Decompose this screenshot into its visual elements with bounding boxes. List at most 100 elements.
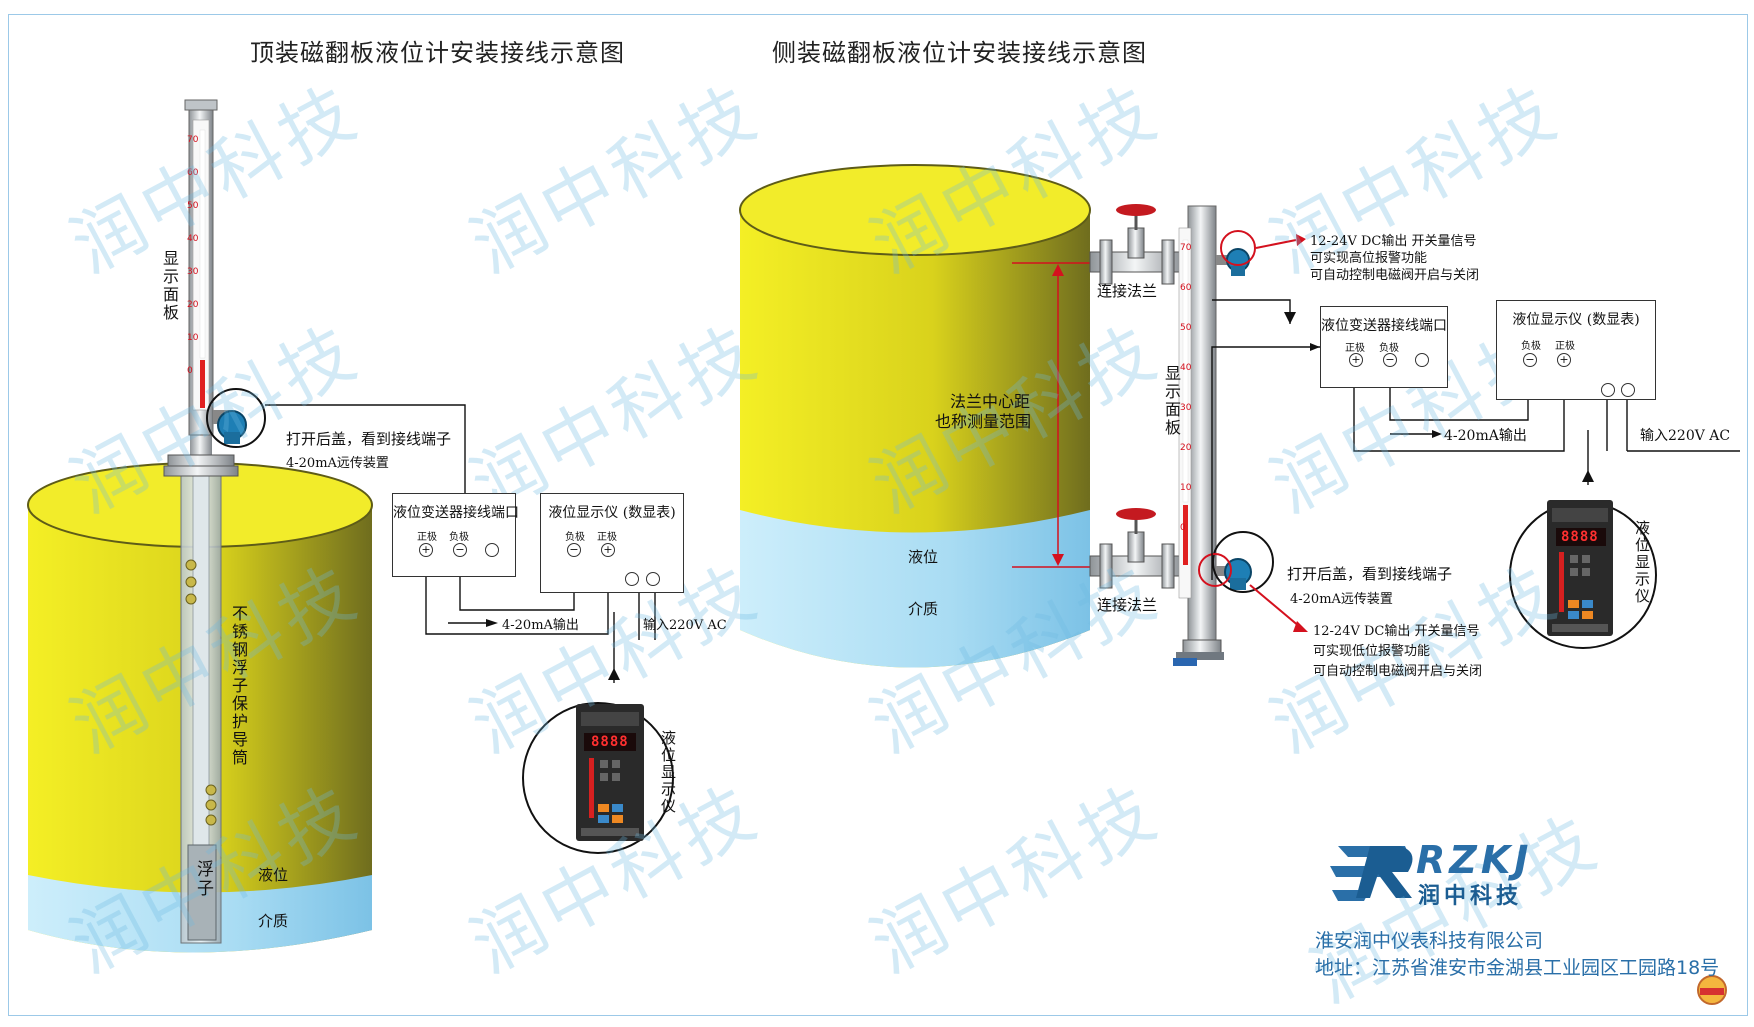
left-input-label: 输入220V AC <box>643 618 727 633</box>
guide-tube-label: 不锈钢浮子保护导筒 <box>229 605 248 767</box>
scale-tick-label: 10 <box>1180 483 1192 493</box>
minus-terminal[interactable]: − <box>567 543 581 557</box>
right-valve-bottom <box>1089 508 1191 589</box>
scale-tick-label: 20 <box>187 300 199 310</box>
scale-tick-label: 40 <box>187 234 199 244</box>
left-display-panel-label: 显示面板 <box>160 250 179 322</box>
right-remote-device: 4-20mA远传装置 <box>1290 592 1393 607</box>
ac-terminal-1[interactable] <box>1601 383 1615 397</box>
right-display-meter-box: 液位显示仪 (数显表) 负极 正极 − + <box>1496 300 1656 400</box>
flange-distance-label: 法兰中心距 <box>950 392 1031 411</box>
left-guide-tube <box>180 462 222 944</box>
scale-tick-label: 30 <box>187 267 199 277</box>
right-top-callout <box>1220 230 1256 266</box>
scale-tick-label: 20 <box>1180 443 1192 453</box>
left-meter-magnifier <box>522 702 674 854</box>
left-medium: 介质 <box>258 912 289 930</box>
float-label: 浮子 <box>193 860 213 898</box>
title-top-mount: 顶装磁翻板液位计安装接线示意图 <box>250 39 625 67</box>
box-title: 液位显示仪 (数显表) <box>1512 312 1640 328</box>
right-input-label: 输入220V AC <box>1640 428 1731 444</box>
right-valve-top <box>1089 204 1191 285</box>
scale-tick-label: 0 <box>187 366 193 376</box>
left-liquid-level: 液位 <box>258 866 289 884</box>
scale-tick-label: 10 <box>187 333 199 343</box>
ac-terminal-1[interactable] <box>625 572 639 586</box>
right-transmitter-port-box: 液位变送器接线端口 正极 负极 + − <box>1320 306 1448 388</box>
minus-terminal[interactable]: − <box>453 543 467 557</box>
right-bottom-callout <box>1212 531 1274 593</box>
ac-terminal-2[interactable] <box>1621 383 1635 397</box>
right-output-label: 4-20mA输出 <box>1444 428 1527 444</box>
company-address: 地址：江苏省淮安市金湖县工业园区工园路18号 <box>1315 957 1720 979</box>
scale-tick-label: 60 <box>1180 283 1192 293</box>
left-meter-label: 液位显示仪 <box>659 730 677 815</box>
scale-tick-label: 70 <box>1180 243 1192 253</box>
left-display-meter-box: 液位显示仪 (数显表) 负极 正极 − + <box>540 493 684 593</box>
neg-label: 负极 <box>449 532 469 543</box>
pos-label: 正极 <box>597 532 617 543</box>
left-remote-device: 4-20mA远传装置 <box>286 456 389 471</box>
logo-brand: RZKJ <box>1416 838 1533 882</box>
scale-tick-label: 70 <box>187 135 199 145</box>
left-flange <box>163 430 239 477</box>
title-side-mount: 侧装磁翻板液位计安装接线示意图 <box>772 39 1147 67</box>
right-tank <box>739 164 1091 668</box>
neg-label: 负极 <box>1379 343 1399 354</box>
left-output-label: 4-20mA输出 <box>502 618 579 633</box>
pos-label: 正极 <box>1345 343 1365 354</box>
scale-tick-label: 50 <box>187 201 199 211</box>
spare-terminal[interactable] <box>1415 353 1429 367</box>
plus-terminal[interactable]: + <box>419 543 433 557</box>
right-open-cover: 打开后盖，看到接线端子 <box>1287 565 1453 583</box>
scale-tick-label: 60 <box>187 168 199 178</box>
high-signal-line-2: 可实现高位报警功能 <box>1310 251 1428 266</box>
connect-flange-top: 连接法兰 <box>1097 282 1158 300</box>
plus-terminal[interactable]: + <box>1557 353 1571 367</box>
left-callout-circle <box>206 388 266 448</box>
box-title: 液位变送器接线端口 <box>1321 318 1447 334</box>
ac-terminal-2[interactable] <box>646 572 660 586</box>
left-indicator-column <box>184 99 218 436</box>
left-transmitter <box>213 410 247 444</box>
company-name: 淮安润中仪表科技有限公司 <box>1315 930 1544 952</box>
left-transmitter-port-box: 液位变送器接线端口 正极 负极 + − <box>392 493 519 577</box>
left-meter-digits: 8888 <box>591 734 629 750</box>
right-switch-top <box>1216 248 1250 276</box>
left-open-cover: 打开后盖，看到接线端子 <box>286 430 452 448</box>
high-signal-line-3: 可自动控制电磁阀开启与关闭 <box>1310 268 1480 283</box>
neg-label: 负极 <box>565 532 585 543</box>
scale-tick-label: 30 <box>1180 403 1192 413</box>
box-title: 液位变送器接线端口 <box>393 505 519 521</box>
spare-terminal[interactable] <box>485 543 499 557</box>
right-transmitter-bottom <box>1216 558 1252 590</box>
neg-label: 负极 <box>1521 341 1541 352</box>
low-signal-line-1: 12-24V DC输出 开关量信号 <box>1313 624 1480 639</box>
pos-label: 正极 <box>1555 341 1575 352</box>
logo-cn: 润中科技 <box>1418 884 1523 909</box>
corner-seal <box>1697 975 1727 1005</box>
minus-terminal[interactable]: − <box>1383 353 1397 367</box>
low-signal-line-3: 可自动控制电磁阀开启与关闭 <box>1313 664 1483 679</box>
scale-tick-label: 50 <box>1180 323 1192 333</box>
high-signal-line-1: 12-24V DC输出 开关量信号 <box>1310 234 1477 249</box>
outer-border <box>8 14 1748 1016</box>
pos-label: 正极 <box>417 532 437 543</box>
plus-terminal[interactable]: + <box>601 543 615 557</box>
scale-tick-label: 40 <box>1180 363 1192 373</box>
connect-flange-bottom: 连接法兰 <box>1097 596 1158 614</box>
logo-mark <box>1330 846 1413 901</box>
right-medium: 介质 <box>908 600 939 618</box>
right-display-panel-label: 显示面板 <box>1162 365 1181 437</box>
right-meter-digits: 8888 <box>1561 529 1599 545</box>
measure-range-label: 也称测量范围 <box>935 412 1032 431</box>
plus-terminal[interactable]: + <box>1349 353 1363 367</box>
box-title: 液位显示仪 (数显表) <box>548 505 676 521</box>
right-meter-magnifier <box>1509 500 1657 649</box>
left-output-arrow <box>486 619 498 627</box>
scale-tick-label: 0 <box>1180 523 1186 533</box>
right-meter-label: 液位显示仪 <box>1633 520 1651 605</box>
minus-terminal[interactable]: − <box>1523 353 1537 367</box>
